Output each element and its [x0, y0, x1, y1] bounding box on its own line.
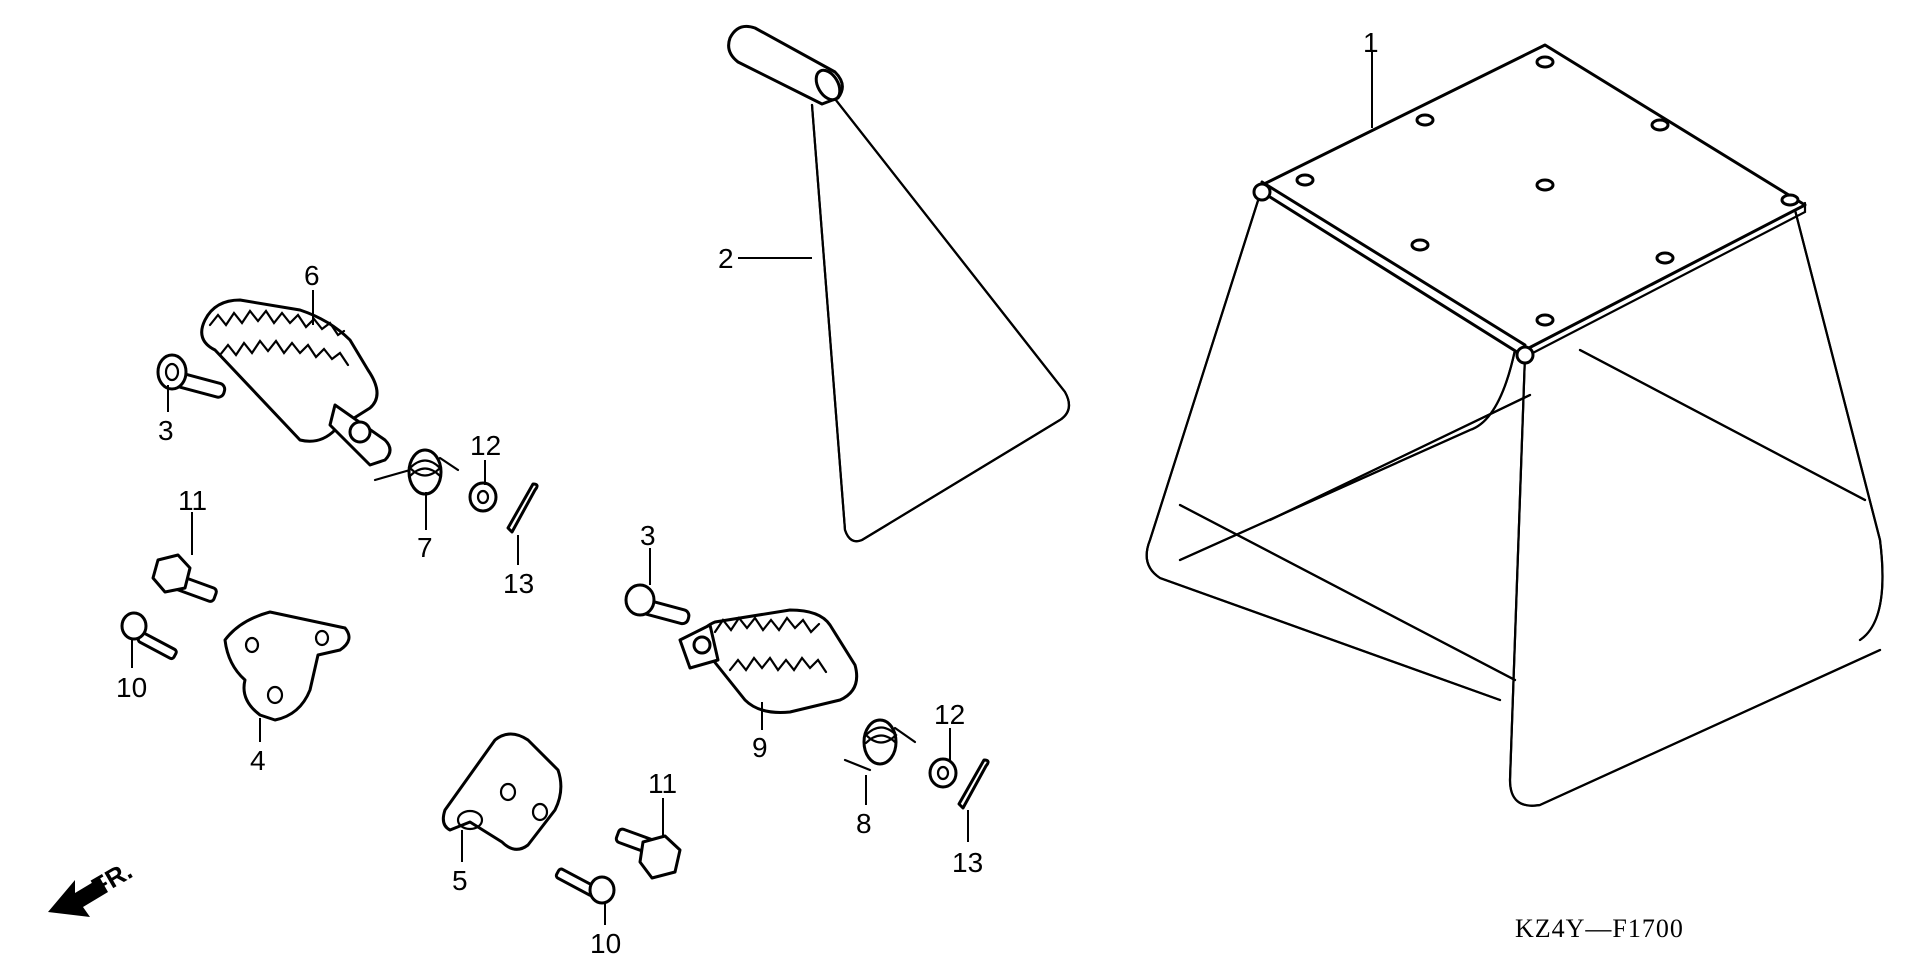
- cotter-pin-left-part: [506, 482, 539, 534]
- callout-7: 7: [417, 532, 433, 563]
- callout-11-left: 11: [178, 485, 207, 516]
- callout-3-left: 3: [158, 415, 174, 446]
- callout-13-left: 13: [503, 568, 534, 599]
- callout-10-left: 10: [116, 672, 147, 703]
- callout-5: 5: [452, 865, 468, 896]
- pin-right-part: [624, 583, 691, 626]
- callout-labels: 1 2 3 6 11 7 12 13 10 4 3 9 12 8 13 5 11…: [116, 27, 1379, 959]
- callout-9: 9: [752, 732, 768, 763]
- callout-11-right: 11: [648, 768, 677, 799]
- flange-bolt-right-part: [614, 827, 682, 880]
- callout-13-right: 13: [952, 847, 983, 878]
- callout-1: 1: [1363, 27, 1379, 58]
- cotter-pin-right-part: [957, 758, 990, 810]
- bolt-right-part: [554, 867, 616, 905]
- callout-8: 8: [856, 808, 872, 839]
- callout-6: 6: [304, 260, 320, 291]
- bracket-left-part: [223, 610, 351, 722]
- diagram-code: KZ4Y—F1700: [1515, 914, 1684, 943]
- plate-bolt-icon: [1295, 55, 1800, 327]
- callout-12-right: 12: [934, 699, 965, 730]
- spring-left-part: [373, 448, 460, 496]
- footpeg-left-part: [200, 298, 392, 467]
- callout-4: 4: [250, 745, 266, 776]
- spring-right-part: [843, 718, 917, 772]
- flange-bolt-left-part: [151, 553, 218, 603]
- footpeg-right-part: [678, 608, 859, 714]
- callout-3-right: 3: [640, 520, 656, 551]
- bolt-left-part: [120, 611, 178, 661]
- stand-part: [1145, 43, 1884, 807]
- leader-lines: [131, 50, 1373, 925]
- washer-right-part: [928, 757, 958, 789]
- callout-12-left: 12: [470, 430, 501, 461]
- washer-left-part: [468, 481, 498, 513]
- front-direction-arrow-icon: FR.: [48, 855, 137, 917]
- pin-left-part: [156, 353, 227, 399]
- side-stand-part: [727, 24, 1071, 543]
- bracket-right-part: [441, 732, 563, 851]
- callout-2: 2: [718, 243, 734, 274]
- callout-10-right: 10: [590, 928, 621, 959]
